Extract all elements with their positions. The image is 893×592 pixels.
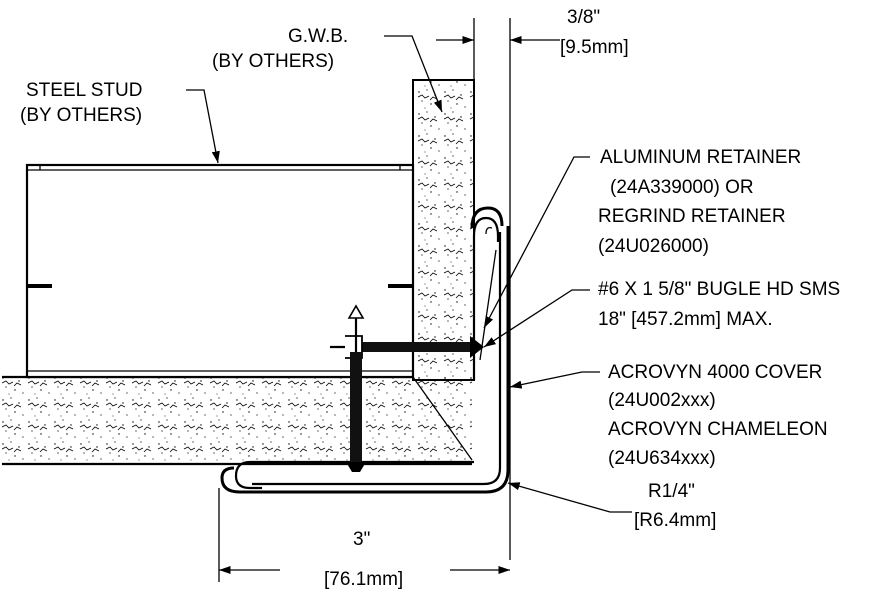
cover-label-line2: (24U002xxx) [608,390,716,411]
bugle-head-screw-vertical [346,304,366,472]
gwb-label-line2: (BY OTHERS) [212,51,334,72]
screw-label-line2: 18" [457.2mm] MAX. [598,309,773,330]
retainer-label-line2: (24A339000) OR [610,177,754,198]
cover-callout: ACROVYN 4000 COVER (24U002xxx) ACROVYN C… [509,362,828,469]
retainer [234,216,500,490]
retainer-label-line4: (24U026000) [598,236,709,257]
cover-label-line4: (24U634xxx) [608,448,716,469]
steel-stud-callout: STEEL STUD (BY OTHERS) [20,80,220,164]
width-dimension: 3" [76.1mm] [218,488,510,590]
screw-callout: #6 X 1 5/8" BUGLE HD SMS 18" [457.2mm] M… [483,279,840,348]
retainer-label-line3: REGRIND RETAINER [598,206,786,227]
gwb-callout: G.W.B. (BY OTHERS) [212,26,443,113]
stud-label-line1: STEEL STUD [26,80,143,101]
width-label-imperial: 3" [353,529,370,550]
gwb-vertical-panel [412,79,475,381]
screw-label-line1: #6 X 1 5/8" BUGLE HD SMS [598,279,840,300]
radius-label-line1: R1/4" [648,481,695,502]
acrovyn-cover [220,206,510,494]
cover-label-line3: ACROVYN CHAMELEON [608,419,828,440]
thickness-dimension: 3/8" [9.5mm] [436,7,629,560]
radius-callout: R1/4" [R6.4mm] [507,481,716,531]
radius-label-line2: [R6.4mm] [634,510,716,531]
retainer-callout: ALUMINUM RETAINER (24A339000) OR REGRIND… [483,147,801,329]
gwb-label-line1: G.W.B. [288,26,348,47]
width-label-metric: [76.1mm] [324,569,403,590]
stud-label-line2: (BY OTHERS) [20,105,142,126]
cover-label-line1: ACROVYN 4000 COVER [608,362,822,383]
retainer-label-line1: ALUMINUM RETAINER [600,147,801,168]
gwb-horizontal-panel [2,375,473,466]
thickness-label-metric: [9.5mm] [560,37,629,58]
thickness-label-imperial: 3/8" [567,7,600,28]
